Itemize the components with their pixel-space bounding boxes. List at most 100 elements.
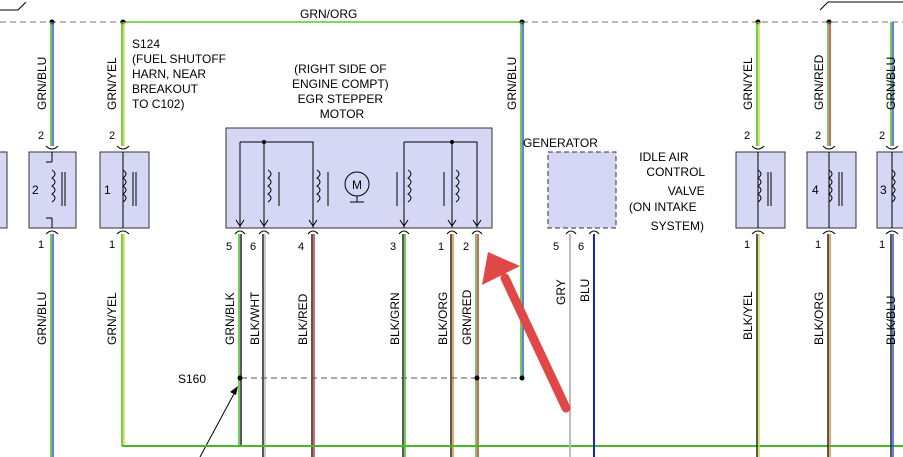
pin-number: 2 bbox=[38, 130, 44, 142]
solenoid-coil-icon bbox=[757, 169, 762, 203]
wire-label: GRY bbox=[554, 279, 568, 305]
connector-symbol bbox=[446, 230, 458, 235]
wire-label: GRN/BLU bbox=[884, 57, 898, 110]
pin-number: 2 bbox=[463, 241, 469, 253]
injector-number: 3 bbox=[880, 183, 887, 197]
pin-number: 2 bbox=[109, 130, 115, 142]
iac-valve-title: IDLE AIR CONTROL VALVE (ON INTAKE SYSTEM… bbox=[629, 150, 708, 233]
connector-symbol bbox=[45, 230, 59, 235]
pin-number: 4 bbox=[298, 241, 304, 253]
pin-arrow bbox=[447, 219, 457, 227]
pin-number: 6 bbox=[578, 241, 584, 253]
connector-symbol bbox=[822, 230, 836, 235]
pin-number: 2 bbox=[815, 130, 821, 142]
pin-arrow bbox=[235, 219, 245, 227]
solenoid-coil-icon bbox=[891, 169, 896, 203]
pin-number: 6 bbox=[250, 241, 256, 253]
wire-label: GRN/YEL bbox=[741, 57, 755, 110]
harness-bracket-right bbox=[819, 1, 903, 11]
connector-symbol bbox=[885, 145, 899, 150]
connector-symbol bbox=[234, 230, 246, 235]
wire-label: GRN/BLK bbox=[223, 292, 237, 345]
wire-label: BLK/ORG bbox=[436, 292, 450, 345]
wire-label: BLK/WHT bbox=[248, 291, 262, 345]
pin-number: 1 bbox=[38, 239, 44, 251]
injector-number: 4 bbox=[812, 183, 819, 197]
pin-number: 1 bbox=[815, 239, 821, 251]
pin-number: 2 bbox=[744, 130, 750, 142]
pin-number: 5 bbox=[226, 241, 232, 253]
annotation-arrow-shaft bbox=[500, 273, 571, 413]
stepper-coil-icon bbox=[455, 169, 460, 203]
connector-symbol bbox=[398, 230, 410, 235]
generator-title: GENERATOR bbox=[523, 136, 598, 150]
connector-symbol bbox=[471, 230, 483, 235]
splice-dot bbox=[237, 375, 243, 381]
connector-symbol bbox=[751, 230, 765, 235]
coil-lead bbox=[46, 161, 52, 219]
motor-symbol: M bbox=[352, 178, 362, 192]
top-wire-label: GRN/ORG bbox=[300, 7, 357, 21]
splice-s160-label: S160 bbox=[178, 372, 206, 386]
wire-label: BLU bbox=[578, 279, 592, 302]
connector-symbol bbox=[565, 230, 577, 235]
solenoid-coil-icon bbox=[51, 169, 56, 203]
leader-arrowhead bbox=[230, 386, 238, 395]
annotation-arrow-icon bbox=[482, 252, 520, 285]
wire-label: BLK/YEL bbox=[741, 291, 755, 340]
fuel-injector-3 bbox=[876, 151, 903, 229]
injector-number: 1 bbox=[104, 183, 111, 197]
wire-label: GRN/RED bbox=[460, 289, 474, 345]
egr-motor-title: (RIGHT SIDE OF ENGINE COMPT) EGR STEPPER… bbox=[292, 62, 392, 121]
pin-arrow bbox=[472, 219, 482, 227]
solenoid-coil-icon bbox=[828, 169, 833, 203]
wire-label: GRN/BLU bbox=[35, 57, 49, 110]
egr-internal-wiring bbox=[403, 141, 478, 228]
wire-label: BLK/ORG bbox=[812, 292, 826, 345]
connector-symbol bbox=[588, 230, 600, 235]
pin-arrow bbox=[259, 219, 269, 227]
connector-symbol bbox=[885, 230, 899, 235]
wire-label: GRN/YEL bbox=[105, 292, 119, 345]
connector-symbol bbox=[307, 230, 319, 235]
pin-arrow bbox=[399, 219, 409, 227]
splice-dot bbox=[519, 375, 525, 381]
harness-bracket-left bbox=[0, 1, 27, 11]
pin-arrow bbox=[308, 219, 318, 227]
connector-symbol bbox=[116, 230, 130, 235]
connector-symbol bbox=[45, 145, 59, 150]
fuel-injector-1 bbox=[99, 151, 150, 229]
stepper-coil-icon bbox=[267, 169, 272, 203]
connector-symbol bbox=[822, 145, 836, 150]
pin-number: 1 bbox=[109, 239, 115, 251]
wire-label: BLK/RED bbox=[296, 293, 310, 345]
stepper-coil-icon bbox=[407, 169, 412, 203]
solenoid-coil-icon bbox=[122, 169, 127, 203]
pin-number: 1 bbox=[438, 241, 444, 253]
wire-label: GRN/RED bbox=[812, 54, 826, 110]
stepper-coil-icon bbox=[316, 169, 321, 203]
pin-number: 3 bbox=[390, 241, 396, 253]
splice-dot bbox=[474, 375, 480, 381]
pin-number: 2 bbox=[879, 130, 885, 142]
wire-label: GRN/BLU bbox=[505, 57, 519, 110]
pin-number: 1 bbox=[744, 239, 750, 251]
injector-number: 2 bbox=[32, 183, 39, 197]
junction-dot bbox=[450, 140, 454, 144]
connector-symbol bbox=[258, 230, 270, 235]
connector-symbol bbox=[116, 145, 130, 150]
connector-symbol bbox=[751, 145, 765, 150]
splice-s124-label: S124 (FUEL SHUTOFF HARN, NEAR BREAKOUT T… bbox=[132, 37, 229, 111]
pin-number: 5 bbox=[553, 241, 559, 253]
junction-dot bbox=[262, 140, 266, 144]
egr-stepper-motor bbox=[225, 127, 493, 229]
injector-partial-left bbox=[0, 151, 8, 229]
wire-label: GRN/YEL bbox=[105, 57, 119, 110]
wire-label: GRN/BLU bbox=[35, 292, 49, 345]
wire-label: BLK/GRN bbox=[388, 292, 402, 345]
generator bbox=[547, 151, 617, 229]
pin-number: 1 bbox=[879, 239, 885, 251]
wire-label: BLK/BLU bbox=[884, 296, 898, 345]
